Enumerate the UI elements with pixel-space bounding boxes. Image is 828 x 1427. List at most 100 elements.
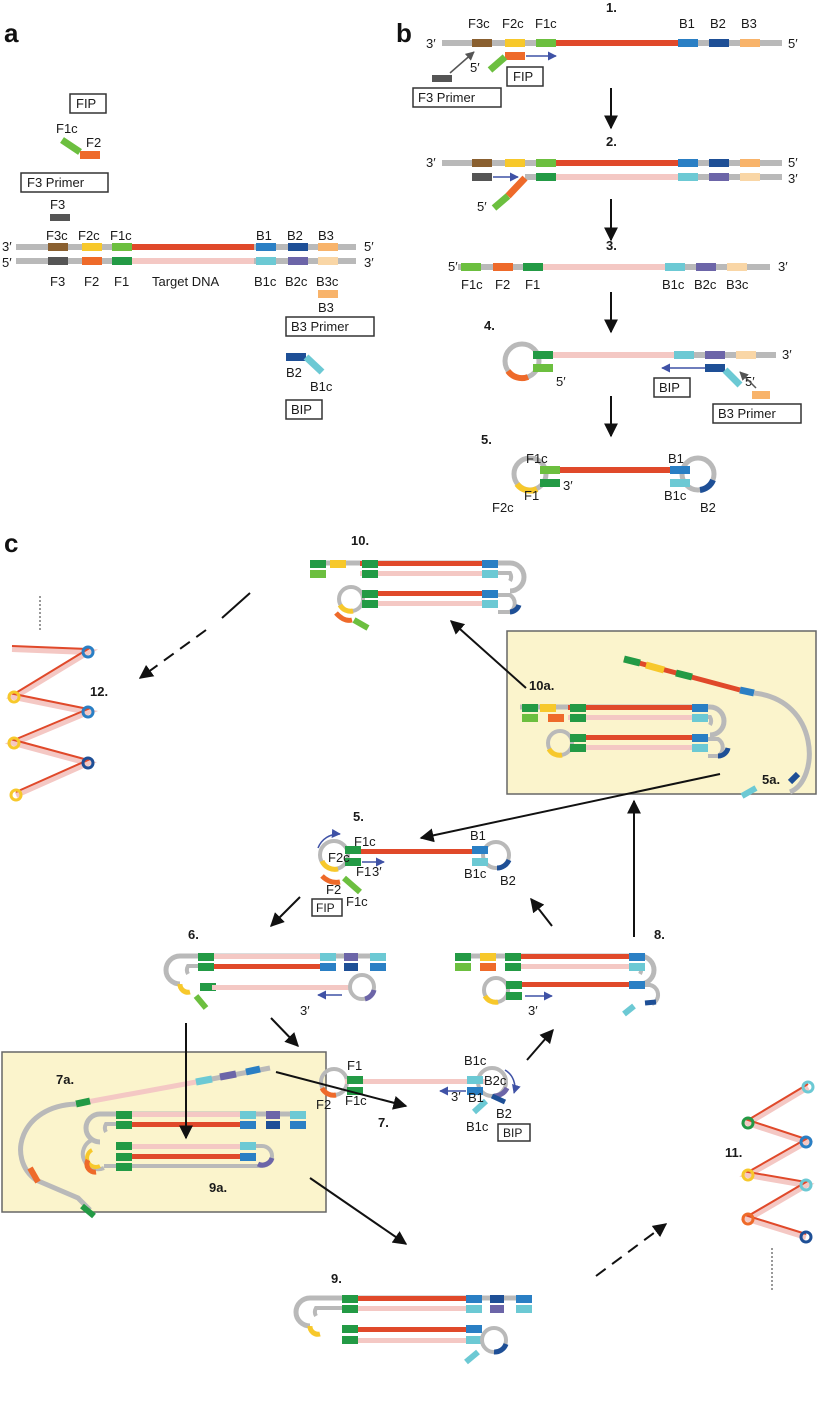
highlight-box-10a bbox=[506, 630, 817, 795]
arrow-10-to-12-a bbox=[221, 592, 251, 619]
f3-primer-box bbox=[20, 172, 109, 193]
b3-label-b1c: B1c bbox=[662, 277, 685, 292]
b-step-4: 4. bbox=[484, 318, 495, 333]
panel-c: 10. 10a. bbox=[4, 533, 815, 1365]
f1c-label: F1c bbox=[56, 121, 78, 136]
b2-end5: 5′ bbox=[788, 155, 798, 170]
b1-f1c bbox=[536, 39, 556, 47]
b4-3prime: 3′ bbox=[782, 347, 792, 362]
b3-label: B3 bbox=[318, 300, 334, 315]
bip-b2-label: B2 bbox=[286, 365, 302, 380]
fip-box bbox=[69, 93, 107, 114]
b4-b3c bbox=[736, 351, 756, 359]
a-bottom-f1 bbox=[112, 257, 132, 265]
b4-bip-box-label: BIP bbox=[659, 380, 680, 395]
b4-target bbox=[552, 352, 674, 358]
b5-f1 bbox=[540, 479, 560, 487]
b3-label-b3c: B3c bbox=[726, 277, 749, 292]
b5-label-b1: B1 bbox=[668, 451, 684, 466]
c-step-7: 7. bbox=[378, 1115, 389, 1130]
b1-label-b1: B1 bbox=[679, 16, 695, 31]
b2-displaced-f2 bbox=[505, 175, 528, 199]
panel-a: FIP F1c F2 F3 Primer F3 F3c F2c F1c B1 B… bbox=[2, 93, 375, 420]
b4-bip-b1c bbox=[722, 367, 743, 388]
structure-10a bbox=[520, 655, 812, 799]
b4-b3-primer-box-label: B3 Primer bbox=[718, 406, 776, 421]
a-bottom-label-f3: F3 bbox=[50, 274, 65, 289]
structure-9 bbox=[293, 1295, 532, 1365]
b5-label-b1c: B1c bbox=[664, 488, 687, 503]
a-bottom-f2 bbox=[82, 257, 102, 265]
b2-bottom-target bbox=[556, 174, 678, 180]
a-top-label-f3c: F3c bbox=[46, 228, 68, 243]
c-step-7a: 7a. bbox=[56, 1072, 74, 1087]
a-end-5-top: 5′ bbox=[364, 239, 374, 254]
b1-f3c bbox=[472, 39, 492, 47]
b1-end3: 3′ bbox=[426, 36, 436, 51]
arrow-9a-to-9 bbox=[309, 1177, 408, 1245]
a-top-b2 bbox=[288, 243, 308, 251]
b3-label-b2c: B2c bbox=[694, 277, 717, 292]
bip-box-label: BIP bbox=[291, 402, 312, 417]
b1-fip-box bbox=[506, 66, 544, 87]
bip-box bbox=[285, 399, 323, 420]
panel-letter-a: a bbox=[4, 18, 19, 48]
b4-b3-primer bbox=[752, 391, 770, 399]
b5-b1 bbox=[670, 466, 690, 474]
b5-left-loop-f2c bbox=[514, 482, 539, 494]
highlight-box-7a bbox=[1, 1051, 327, 1213]
b5-label-f2c: F2c bbox=[492, 500, 514, 515]
b2-displaced-f1c bbox=[491, 193, 511, 211]
b3-end3: 3′ bbox=[778, 259, 788, 274]
b1-f3-primer-box-label: F3 Primer bbox=[418, 90, 476, 105]
a-bottom-label-f2: F2 bbox=[84, 274, 99, 289]
b2-b2 bbox=[709, 159, 729, 167]
c7-label-b1: B1 bbox=[468, 1090, 484, 1105]
b1-5prime: 5′ bbox=[470, 60, 480, 75]
b4-5prime: 5′ bbox=[556, 374, 566, 389]
structure-10 bbox=[310, 560, 527, 631]
c5-fip-box bbox=[311, 898, 343, 917]
b3-label-f1c: F1c bbox=[461, 277, 483, 292]
b1-end5: 5′ bbox=[788, 36, 798, 51]
structure-12 bbox=[4, 596, 99, 802]
b4-bip-box bbox=[653, 377, 691, 398]
b3-primer-segment bbox=[318, 290, 338, 298]
a-top-target bbox=[130, 244, 254, 250]
b5-label-b2: B2 bbox=[700, 500, 716, 515]
a-top-label-b3: B3 bbox=[318, 228, 334, 243]
c-step-5a: 5a. bbox=[762, 772, 780, 787]
b3-target bbox=[543, 264, 665, 270]
b3-primer-box-label: B3 Primer bbox=[291, 319, 349, 334]
c5-label-f1: F1 bbox=[356, 864, 371, 879]
a-bottom-label-b2c: B2c bbox=[285, 274, 308, 289]
b4-b3-arrow bbox=[739, 371, 757, 389]
arrow-5a-to-5 bbox=[419, 773, 721, 843]
fip-box-label: FIP bbox=[76, 96, 96, 111]
c8-3prime: 3′ bbox=[528, 1003, 538, 1018]
a-bottom-b3c bbox=[318, 257, 338, 265]
b3-primer-box bbox=[285, 316, 375, 337]
b1-label-b2: B2 bbox=[710, 16, 726, 31]
c7-label-f2: F2 bbox=[316, 1097, 331, 1112]
c-step-9: 9. bbox=[331, 1271, 342, 1286]
b3-end5: 5′ bbox=[448, 259, 458, 274]
c7-label-b1c-bottom: B1c bbox=[466, 1119, 489, 1134]
b2-f2c bbox=[505, 159, 525, 167]
b5-3prime: 3′ bbox=[563, 478, 573, 493]
b-step-3: 3. bbox=[606, 238, 617, 253]
arrow-6-to-7 bbox=[270, 1017, 299, 1048]
a-top-f2c bbox=[82, 243, 102, 251]
c-step-5: 5. bbox=[353, 809, 364, 824]
a-bottom-b2c bbox=[288, 257, 308, 265]
b1-b2 bbox=[709, 39, 729, 47]
c7-label-b2: B2 bbox=[496, 1106, 512, 1121]
a-top-b1 bbox=[256, 243, 276, 251]
arrow-7a-to-7 bbox=[275, 1071, 408, 1110]
b1-label-f2c: F2c bbox=[502, 16, 524, 31]
b2-f1c bbox=[536, 159, 556, 167]
c7-label-f1: F1 bbox=[347, 1058, 362, 1073]
b2-b3 bbox=[740, 159, 760, 167]
a-bottom-target bbox=[130, 258, 254, 264]
b4-f1c bbox=[533, 364, 553, 372]
